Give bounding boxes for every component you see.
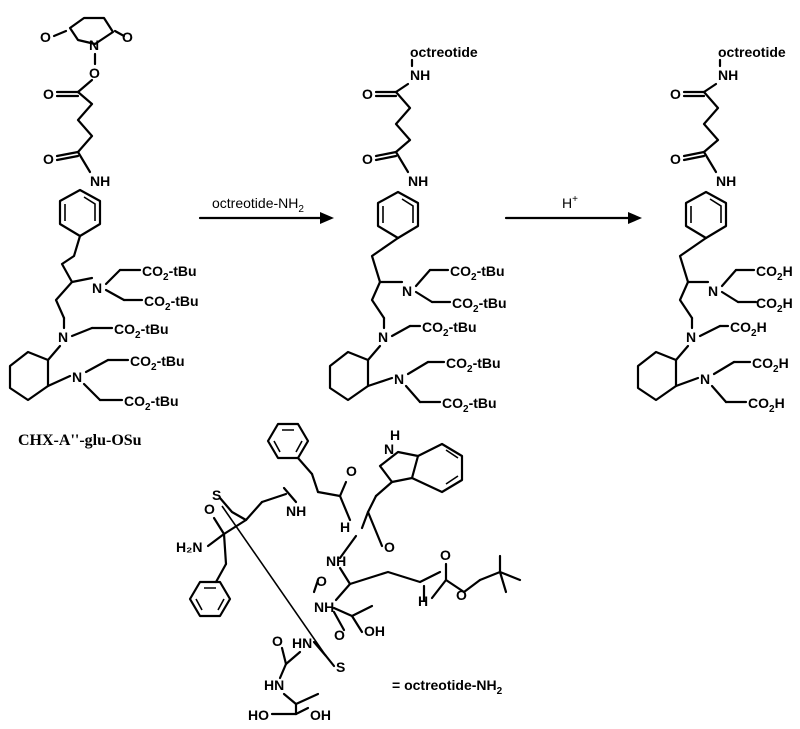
svg-text:CO2-tBu: CO2-tBu	[124, 393, 179, 413]
lys-nh: NH	[326, 553, 346, 569]
svg-text:CO2-tBu: CO2-tBu	[142, 263, 197, 283]
reaction-arrow-2	[504, 212, 642, 224]
reaction-arrow-1	[198, 212, 334, 224]
svg-text:CO2H: CO2H	[730, 319, 767, 339]
reagent-1-label: octreotide-NH2	[212, 195, 304, 215]
svg-text:CO2-tBu: CO2-tBu	[144, 293, 199, 313]
imide-n: N	[89, 37, 99, 53]
starting-material-caption: CHX-A''-glu-OSu	[18, 432, 142, 449]
n-amine-3-3: N	[700, 371, 710, 387]
thr-oh: OH	[364, 623, 385, 639]
octreotide-structure: H N S NH O H O NH H O O NH O	[176, 422, 522, 723]
n-amine-2-2: N	[378, 329, 388, 345]
svg-text:CO2-tBu: CO2-tBu	[452, 295, 507, 315]
amide-nh: NH	[90, 173, 110, 189]
n-amine-2-3: N	[686, 329, 696, 345]
svg-text:CO2-tBu: CO2-tBu	[114, 321, 169, 341]
ester-carbonyl-o: O	[43, 86, 54, 102]
boc-carbonyl-o: O	[440, 547, 451, 563]
boc-nh: H	[418, 593, 428, 609]
amide-carbonyl-o: O	[43, 151, 54, 167]
oxo-o-right: O	[122, 29, 133, 45]
carbonyl-o-bottom-3: O	[670, 151, 681, 167]
amide-nh-2: NH	[408, 173, 428, 189]
svg-text:CO2-tBu: CO2-tBu	[442, 395, 497, 415]
starting-material-structure: O O N O O O NH N CO2-tBu CO2-tBu N	[8, 16, 199, 413]
octreotide-label-2: octreotide	[410, 44, 478, 60]
cys2-hn: HN	[292, 635, 312, 651]
phe-carbonyl-o: O	[346, 463, 357, 479]
trp-nh: H	[340, 519, 350, 535]
n-amine-2: N	[58, 329, 68, 345]
carbonyl-o-top-2: O	[362, 86, 373, 102]
svg-text:CO2H: CO2H	[748, 395, 785, 415]
amide-nh-top-3: NH	[718, 67, 738, 83]
n-amine-1-3: N	[708, 283, 718, 299]
protected-conjugate-structure: octreotide NH O O NH N CO2-tBu CO2-tBu N…	[328, 44, 507, 415]
thr-ol-ho: HO	[248, 707, 269, 723]
thr-carbonyl-o: O	[334, 627, 345, 643]
amide-nh-3: NH	[716, 173, 736, 189]
svg-text:CO2-tBu: CO2-tBu	[446, 355, 501, 375]
octreotide-definition-label: = octreotide-NH2	[392, 677, 503, 697]
n-amine-1-2: N	[402, 283, 412, 299]
svg-text:CO2H: CO2H	[756, 295, 793, 315]
n-amine-1: N	[92, 280, 102, 296]
reagent-2-label: H+	[562, 194, 578, 211]
n-terminal-h2n: H₂N	[176, 539, 202, 555]
svg-text:CO2-tBu: CO2-tBu	[422, 319, 477, 339]
indole-nh: H	[390, 427, 400, 443]
lys-carbonyl-o: O	[316, 573, 327, 589]
disulfide-s-top: S	[212, 487, 221, 503]
thr-ol-hn: HN	[264, 677, 284, 693]
thr-ol-oh: OH	[310, 707, 331, 723]
oxo-o-left: O	[40, 29, 51, 45]
svg-text:CO2-tBu: CO2-tBu	[450, 263, 505, 283]
boc-ester-o: O	[456, 587, 467, 603]
disulfide-s-bottom: S	[336, 659, 345, 675]
thr-nh: NH	[314, 599, 334, 615]
indole-n: N	[384, 441, 394, 457]
cys-nh: NH	[286, 503, 306, 519]
carbonyl-o-top-3: O	[670, 86, 681, 102]
svg-text:CO2H: CO2H	[752, 355, 789, 375]
n-amine-3: N	[72, 369, 82, 385]
deprotected-conjugate-structure: octreotide NH O O NH N CO2H CO2H N CO2H …	[636, 44, 793, 415]
svg-text:CO2H: CO2H	[756, 263, 793, 283]
phe-n-carbonyl-o: O	[204, 501, 215, 517]
octreotide-label-3: octreotide	[718, 44, 786, 60]
n-amine-3-2: N	[394, 371, 404, 387]
amide-nh-top-2: NH	[410, 67, 430, 83]
trp-carbonyl-o: O	[384, 539, 395, 555]
carbonyl-o-bottom-2: O	[362, 151, 373, 167]
ester-o: O	[89, 65, 100, 81]
thr-ol-carbonyl-o: O	[272, 633, 283, 649]
svg-text:CO2-tBu: CO2-tBu	[130, 353, 185, 373]
